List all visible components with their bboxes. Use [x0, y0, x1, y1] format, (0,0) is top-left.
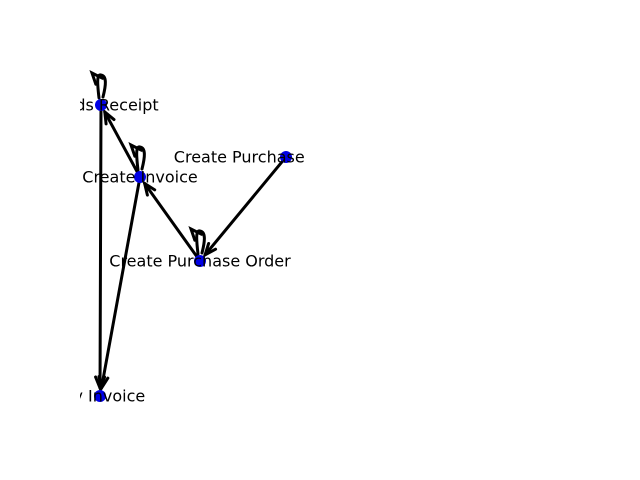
edge-line — [98, 108, 103, 390]
node-create_invoice: Create Invoice — [82, 168, 197, 187]
edge-arrowhead — [94, 375, 107, 392]
edge-line — [103, 110, 140, 175]
node-goods_receipt: Goods Receipt — [43, 96, 159, 115]
node-label: Pay Invoice — [55, 387, 146, 406]
node-create_purchase_order: Create Purchase Order — [109, 252, 291, 271]
self-loop-arrowhead — [89, 70, 105, 86]
self-loop-create_invoice — [128, 142, 146, 172]
edge-create_invoice-to-goods_receipt — [102, 108, 140, 175]
node-label: Create Purchase Requisition — [174, 148, 398, 167]
self-loop-line — [96, 73, 107, 100]
edge-goods_receipt-to-pay_invoice — [94, 108, 107, 392]
node-label: Goods Receipt — [43, 96, 158, 115]
node-label: Create Purchase Order — [109, 252, 291, 271]
edge-line — [99, 180, 141, 390]
edge-arrowhead — [142, 180, 157, 197]
self-loop-line — [195, 229, 206, 256]
node-marker — [134, 171, 146, 183]
self-loop-goods_receipt — [89, 70, 107, 100]
edge-line — [143, 182, 199, 259]
node-marker — [94, 390, 106, 402]
self-loop-arrowhead — [128, 142, 144, 158]
node-marker — [194, 255, 206, 267]
edge-arrowhead — [202, 241, 218, 258]
edge-create_invoice-to-pay_invoice — [97, 180, 141, 393]
self-loop-line — [135, 145, 146, 172]
edge-create_purchase_request-to-create_purchase_order — [202, 159, 285, 258]
self-loop-create_purchase_order — [188, 226, 206, 256]
node-marker — [95, 99, 107, 111]
edge-line — [203, 159, 285, 257]
self-loop-arrowhead — [188, 226, 204, 242]
edge-create_purchase_order-to-create_invoice — [142, 180, 199, 259]
node-create_purchase_request: Create Purchase Requisition — [174, 148, 398, 167]
edge-arrowhead — [102, 108, 116, 126]
node-pay_invoice: Pay Invoice — [55, 387, 146, 406]
node-label: Create Invoice — [82, 168, 197, 187]
node-marker — [280, 151, 292, 163]
